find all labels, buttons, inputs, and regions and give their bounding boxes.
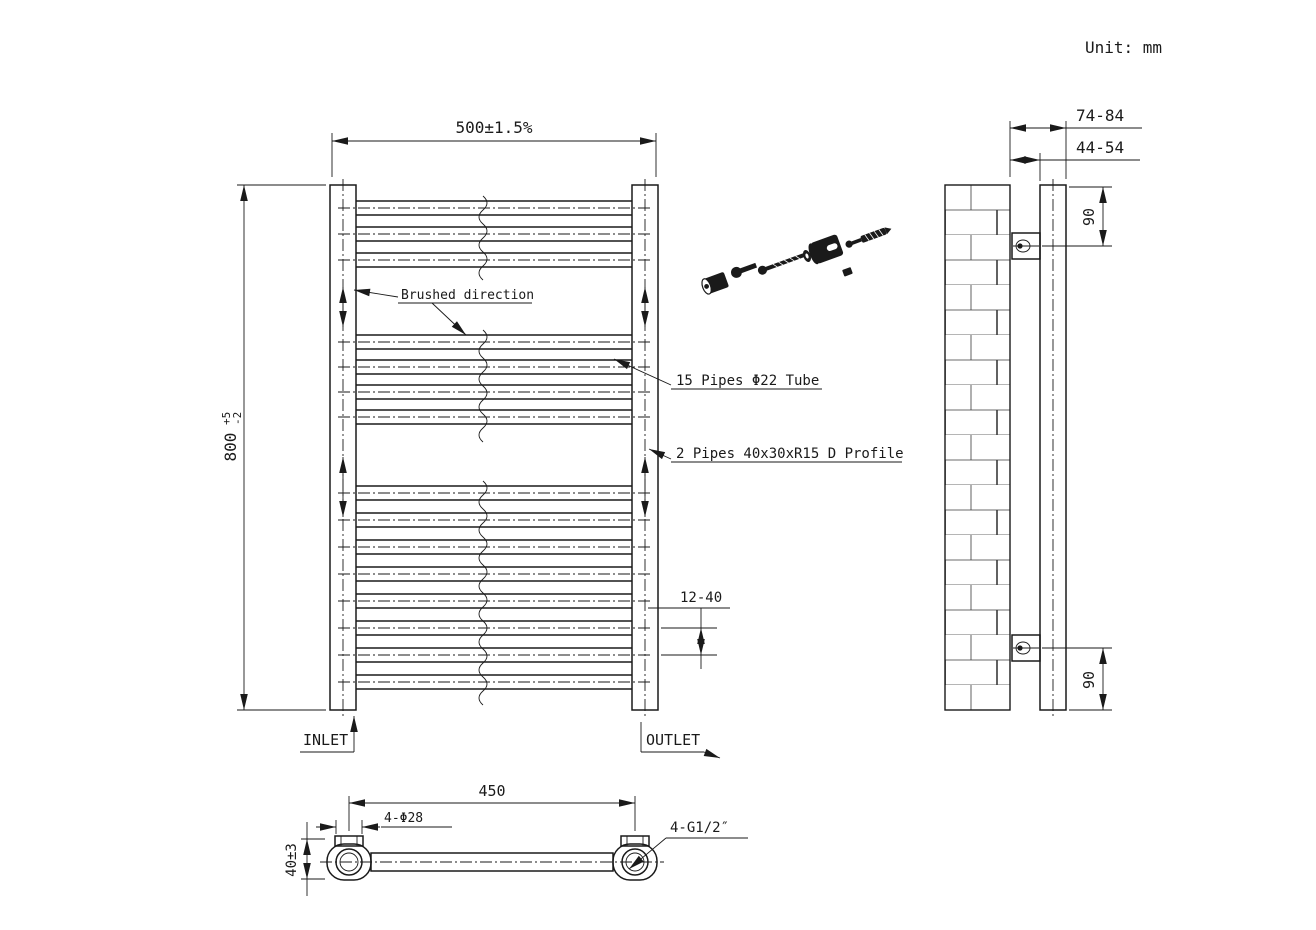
dim-pipe-gap-text: 12-40 <box>680 590 722 606</box>
pipe-break-marks <box>478 195 488 706</box>
wall-bracket-bottom <box>1011 634 1041 662</box>
dim-height-tol-upper: +5 <box>220 412 233 425</box>
bracket-barrel <box>808 234 844 265</box>
profile-label: 2 Pipes 40x30xR15 D Profile <box>676 446 904 462</box>
break-mark <box>478 329 488 443</box>
wall-bracket-top <box>1011 232 1041 260</box>
long-screw <box>757 252 808 275</box>
thread-callout: 4-G1/2″ <box>628 820 748 870</box>
dim-width-text: 500±1.5% <box>455 118 532 137</box>
dim-depth-total-text: 74-84 <box>1076 106 1124 125</box>
dim-depth-total: 74-84 <box>1009 106 1142 179</box>
outlet-label: OUTLET <box>646 731 700 749</box>
dim-bracket-offset-top: 90 <box>1042 186 1112 247</box>
wall-anchor <box>845 227 892 248</box>
tube-label: 15 Pipes Φ22 Tube <box>676 373 819 389</box>
dim-cap-depth: 40±3 <box>284 822 325 896</box>
outlet-callout: OUTLET <box>640 722 721 759</box>
wall-section <box>944 184 1011 711</box>
dim-width-500: 500±1.5% <box>331 118 657 177</box>
inlet-callout: INLET <box>300 716 358 753</box>
side-view: 74-84 44-54 90 90 <box>944 106 1142 716</box>
break-mark <box>478 195 488 281</box>
dim-cap-depth-text: 40±3 <box>284 843 300 877</box>
dim-height-text: 800 <box>221 433 240 462</box>
dim-depth-bracket-text: 44-54 <box>1076 138 1124 157</box>
dim-cap-diameter-text: 4-Φ28 <box>384 811 423 826</box>
bottom-view: 450 4-Φ28 40±3 4-G1/2″ <box>284 782 748 896</box>
dim-bracket-offset-top-text: 90 <box>1080 208 1098 226</box>
profile-callout: 2 Pipes 40x30xR15 D Profile <box>648 446 904 463</box>
brushed-direction-label: Brushed direction <box>401 288 534 303</box>
end-cap-right <box>612 835 658 881</box>
dim-height-tol-lower: -2 <box>231 412 244 425</box>
front-view <box>329 179 659 716</box>
end-cap-left <box>326 835 372 881</box>
grub-screw <box>842 267 853 277</box>
dim-centres-text: 450 <box>478 782 505 800</box>
pipe-rungs <box>338 200 650 690</box>
bolt <box>730 262 758 278</box>
dim-height-800: 800 +5 -2 <box>220 184 326 711</box>
inlet-label: INLET <box>303 731 348 749</box>
dim-depth-bracket: 44-54 <box>1010 138 1140 181</box>
dim-bracket-offset-bottom: 90 <box>1042 647 1112 711</box>
break-mark <box>478 480 488 706</box>
tube-callout: 15 Pipes Φ22 Tube <box>613 358 822 390</box>
thread-label: 4-G1/2″ <box>670 820 729 836</box>
dim-cap-diameter: 4-Φ28 <box>316 811 452 834</box>
dim-bracket-offset-bottom-text: 90 <box>1080 671 1098 689</box>
dim-centres-450: 450 <box>348 782 636 831</box>
unit-note: Unit: mm <box>1085 38 1162 57</box>
fastener-exploded-view <box>701 227 892 295</box>
brushed-direction-callout: Brushed direction <box>353 288 534 336</box>
dim-pipe-gap: 12-40 <box>648 590 730 669</box>
cap-nut <box>701 272 729 295</box>
washer <box>803 250 811 262</box>
